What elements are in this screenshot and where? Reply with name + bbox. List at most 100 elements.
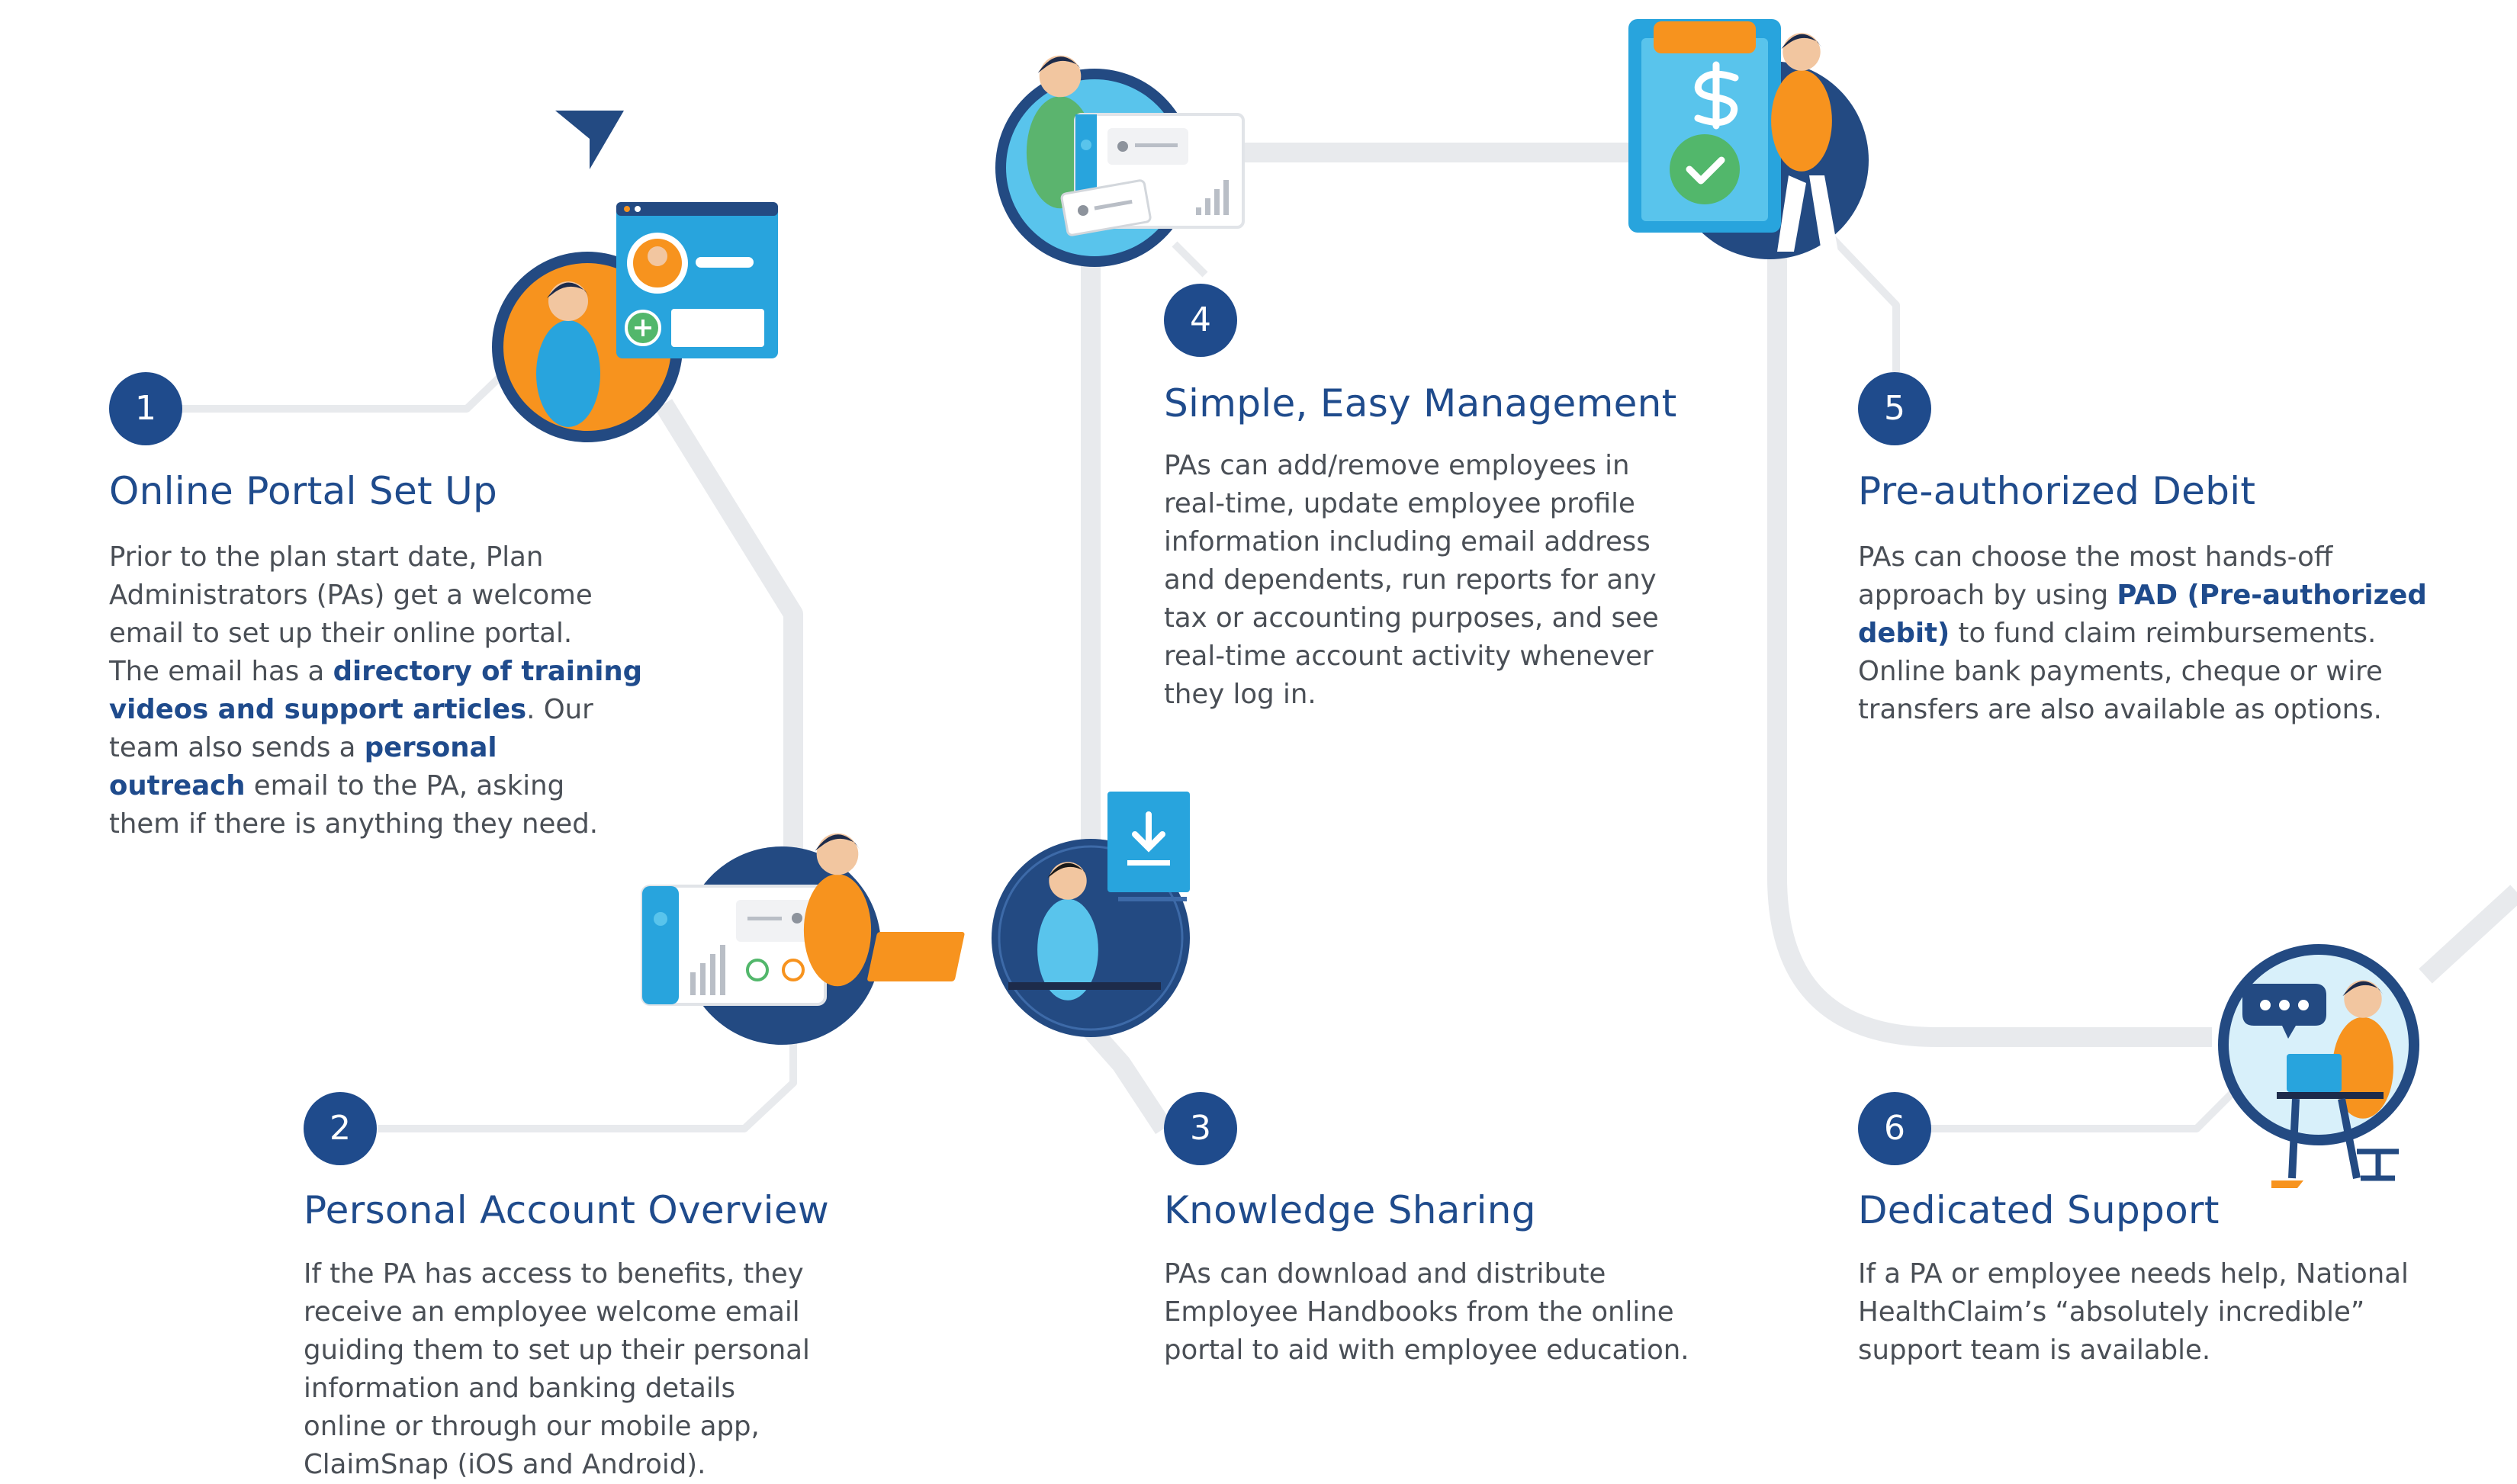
download-document-icon [1107, 792, 1190, 901]
description-line: Employee Handbooks from the online [1164, 1293, 1689, 1331]
highlighted-text: directory of training [333, 656, 643, 687]
line-text: information including email address [1164, 526, 1651, 557]
description-line: HealthClaim’s “absolutely incredible” [1858, 1293, 2409, 1331]
chat-bubble-support-icon [2242, 984, 2326, 1039]
line-text: Prior to the plan start date, Plan [109, 541, 544, 573]
line-text: support team is available. [1858, 1335, 2211, 1366]
description-line: transfers are also available as options. [1858, 691, 2427, 729]
person-head [816, 833, 859, 875]
status-ring-green [746, 959, 769, 981]
highlighted-text: PAD (Pre-authorized [2117, 580, 2427, 611]
illustration-portal-setup [492, 111, 778, 442]
person-head [1039, 55, 1082, 98]
line-text: real-time, update employee profile [1164, 488, 1635, 519]
record-line [1135, 143, 1178, 147]
step-2-title: Personal Account Overview [304, 1188, 830, 1232]
sidebar-dot [654, 912, 667, 926]
highlighted-text: debit) [1858, 618, 1950, 649]
line-text: receive an employee welcome email [304, 1296, 800, 1328]
person-head [2344, 980, 2382, 1018]
bar-chart-bar [710, 954, 715, 995]
step-5-title: Pre-authorized Debit [1858, 469, 2256, 513]
person-head [1782, 33, 1821, 71]
check-mark [1686, 156, 1725, 185]
line-text: approach by using [1858, 580, 2117, 611]
description-line: videos and support articles. Our [109, 691, 642, 729]
chat-dot [2298, 1000, 2309, 1010]
check-circle [1670, 134, 1740, 204]
dollar-phone-check-icon [1628, 19, 1781, 233]
chat-dot [2260, 1000, 2271, 1010]
phone-top-bar [1654, 21, 1756, 53]
person-torso [1771, 69, 1832, 172]
line-text: ClaimSnap (iOS and Android). [304, 1449, 706, 1480]
person-figure [803, 833, 872, 987]
description-line: real-time account activity whenever [1164, 638, 1659, 676]
step-4-badge: 4 [1164, 284, 1237, 357]
person-torso [536, 320, 600, 427]
illustration-dedicated-support [2218, 944, 2419, 1188]
step-1-badge: 1 [109, 372, 182, 445]
line-text: guiding them to set up their personal [304, 1335, 810, 1366]
person-figure [1771, 33, 1832, 172]
employee-card-line [1094, 199, 1133, 210]
dashboard-sidebar [642, 886, 679, 1004]
line-text: email to set up their online portal. [109, 618, 573, 649]
connector-path [179, 143, 2517, 1135]
line-text: HealthClaim’s “absolutely incredible” [1858, 1296, 2365, 1328]
description-line: The email has a directory of training [109, 653, 642, 691]
line-text: Administrators (PAs) get a welcome [109, 580, 593, 611]
report-bar [1214, 189, 1220, 215]
chat-bubble [2242, 984, 2326, 1039]
step-2-badge: 2 [304, 1092, 377, 1165]
line-text: to fund claim reimbursements. [1950, 618, 2377, 649]
step-3-title: Knowledge Sharing [1164, 1188, 1536, 1232]
line-text: If the PA has access to benefits, they [304, 1258, 804, 1290]
person-legs [1777, 175, 1838, 252]
person-hair [1047, 862, 1088, 879]
description-line: team also sends a personal [109, 729, 642, 767]
description-line: PAs can add/remove employees in [1164, 447, 1659, 485]
description-line: If the PA has access to benefits, they [304, 1255, 810, 1293]
line-text: real-time account activity whenever [1164, 641, 1654, 672]
person-torso [803, 874, 872, 987]
description-line: PAs can download and distribute [1164, 1255, 1689, 1293]
person-head [548, 281, 588, 321]
dashboard-report-icon [641, 885, 827, 1006]
panel-sidebar-dot [1081, 140, 1091, 150]
step-6-title: Dedicated Support [1858, 1188, 2220, 1232]
line-text: If a PA or employee needs help, National [1858, 1258, 2409, 1290]
highlighted-text: outreach [109, 770, 246, 801]
description-line: information and banking details [304, 1370, 810, 1408]
description-line: support team is available. [1858, 1331, 2409, 1370]
employee-card-avatar [1078, 205, 1088, 216]
description-line: debit) to fund claim reimbursements. [1858, 615, 2427, 653]
support-legs [2288, 1098, 2361, 1179]
line-text: team also sends a [109, 732, 365, 763]
step-6-description: If a PA or employee needs help, National… [1858, 1255, 2409, 1370]
chat-dot [2279, 1000, 2290, 1010]
step-3-badge: 3 [1164, 1092, 1237, 1165]
line-text: transfers are also available as options. [1858, 694, 2382, 725]
laptop-screen [867, 932, 965, 981]
main-path-exit [2419, 885, 2517, 984]
description-line: approach by using PAD (Pre-authorized [1858, 577, 2427, 615]
bar-chart-bar [720, 945, 725, 995]
description-line: Online bank payments, cheque or wire [1858, 653, 2427, 691]
support-chair [2357, 1148, 2399, 1181]
line-text: PAs can download and distribute [1164, 1258, 1606, 1290]
step-2-description: If the PA has access to benefits, they re… [304, 1255, 810, 1484]
description-line: guiding them to set up their personal [304, 1331, 810, 1370]
step-1-title: Online Portal Set Up [109, 469, 498, 513]
shoe [2271, 1180, 2303, 1188]
panel-sidebar [1075, 114, 1097, 198]
profile-field [671, 309, 764, 347]
connector-step6 [1930, 1065, 2261, 1132]
description-line: ClaimSnap (iOS and Android). [304, 1446, 810, 1484]
profile-name-line [696, 257, 754, 268]
line-text: online or through our mobile app, [304, 1411, 760, 1442]
highlighted-text: personal [364, 732, 497, 763]
